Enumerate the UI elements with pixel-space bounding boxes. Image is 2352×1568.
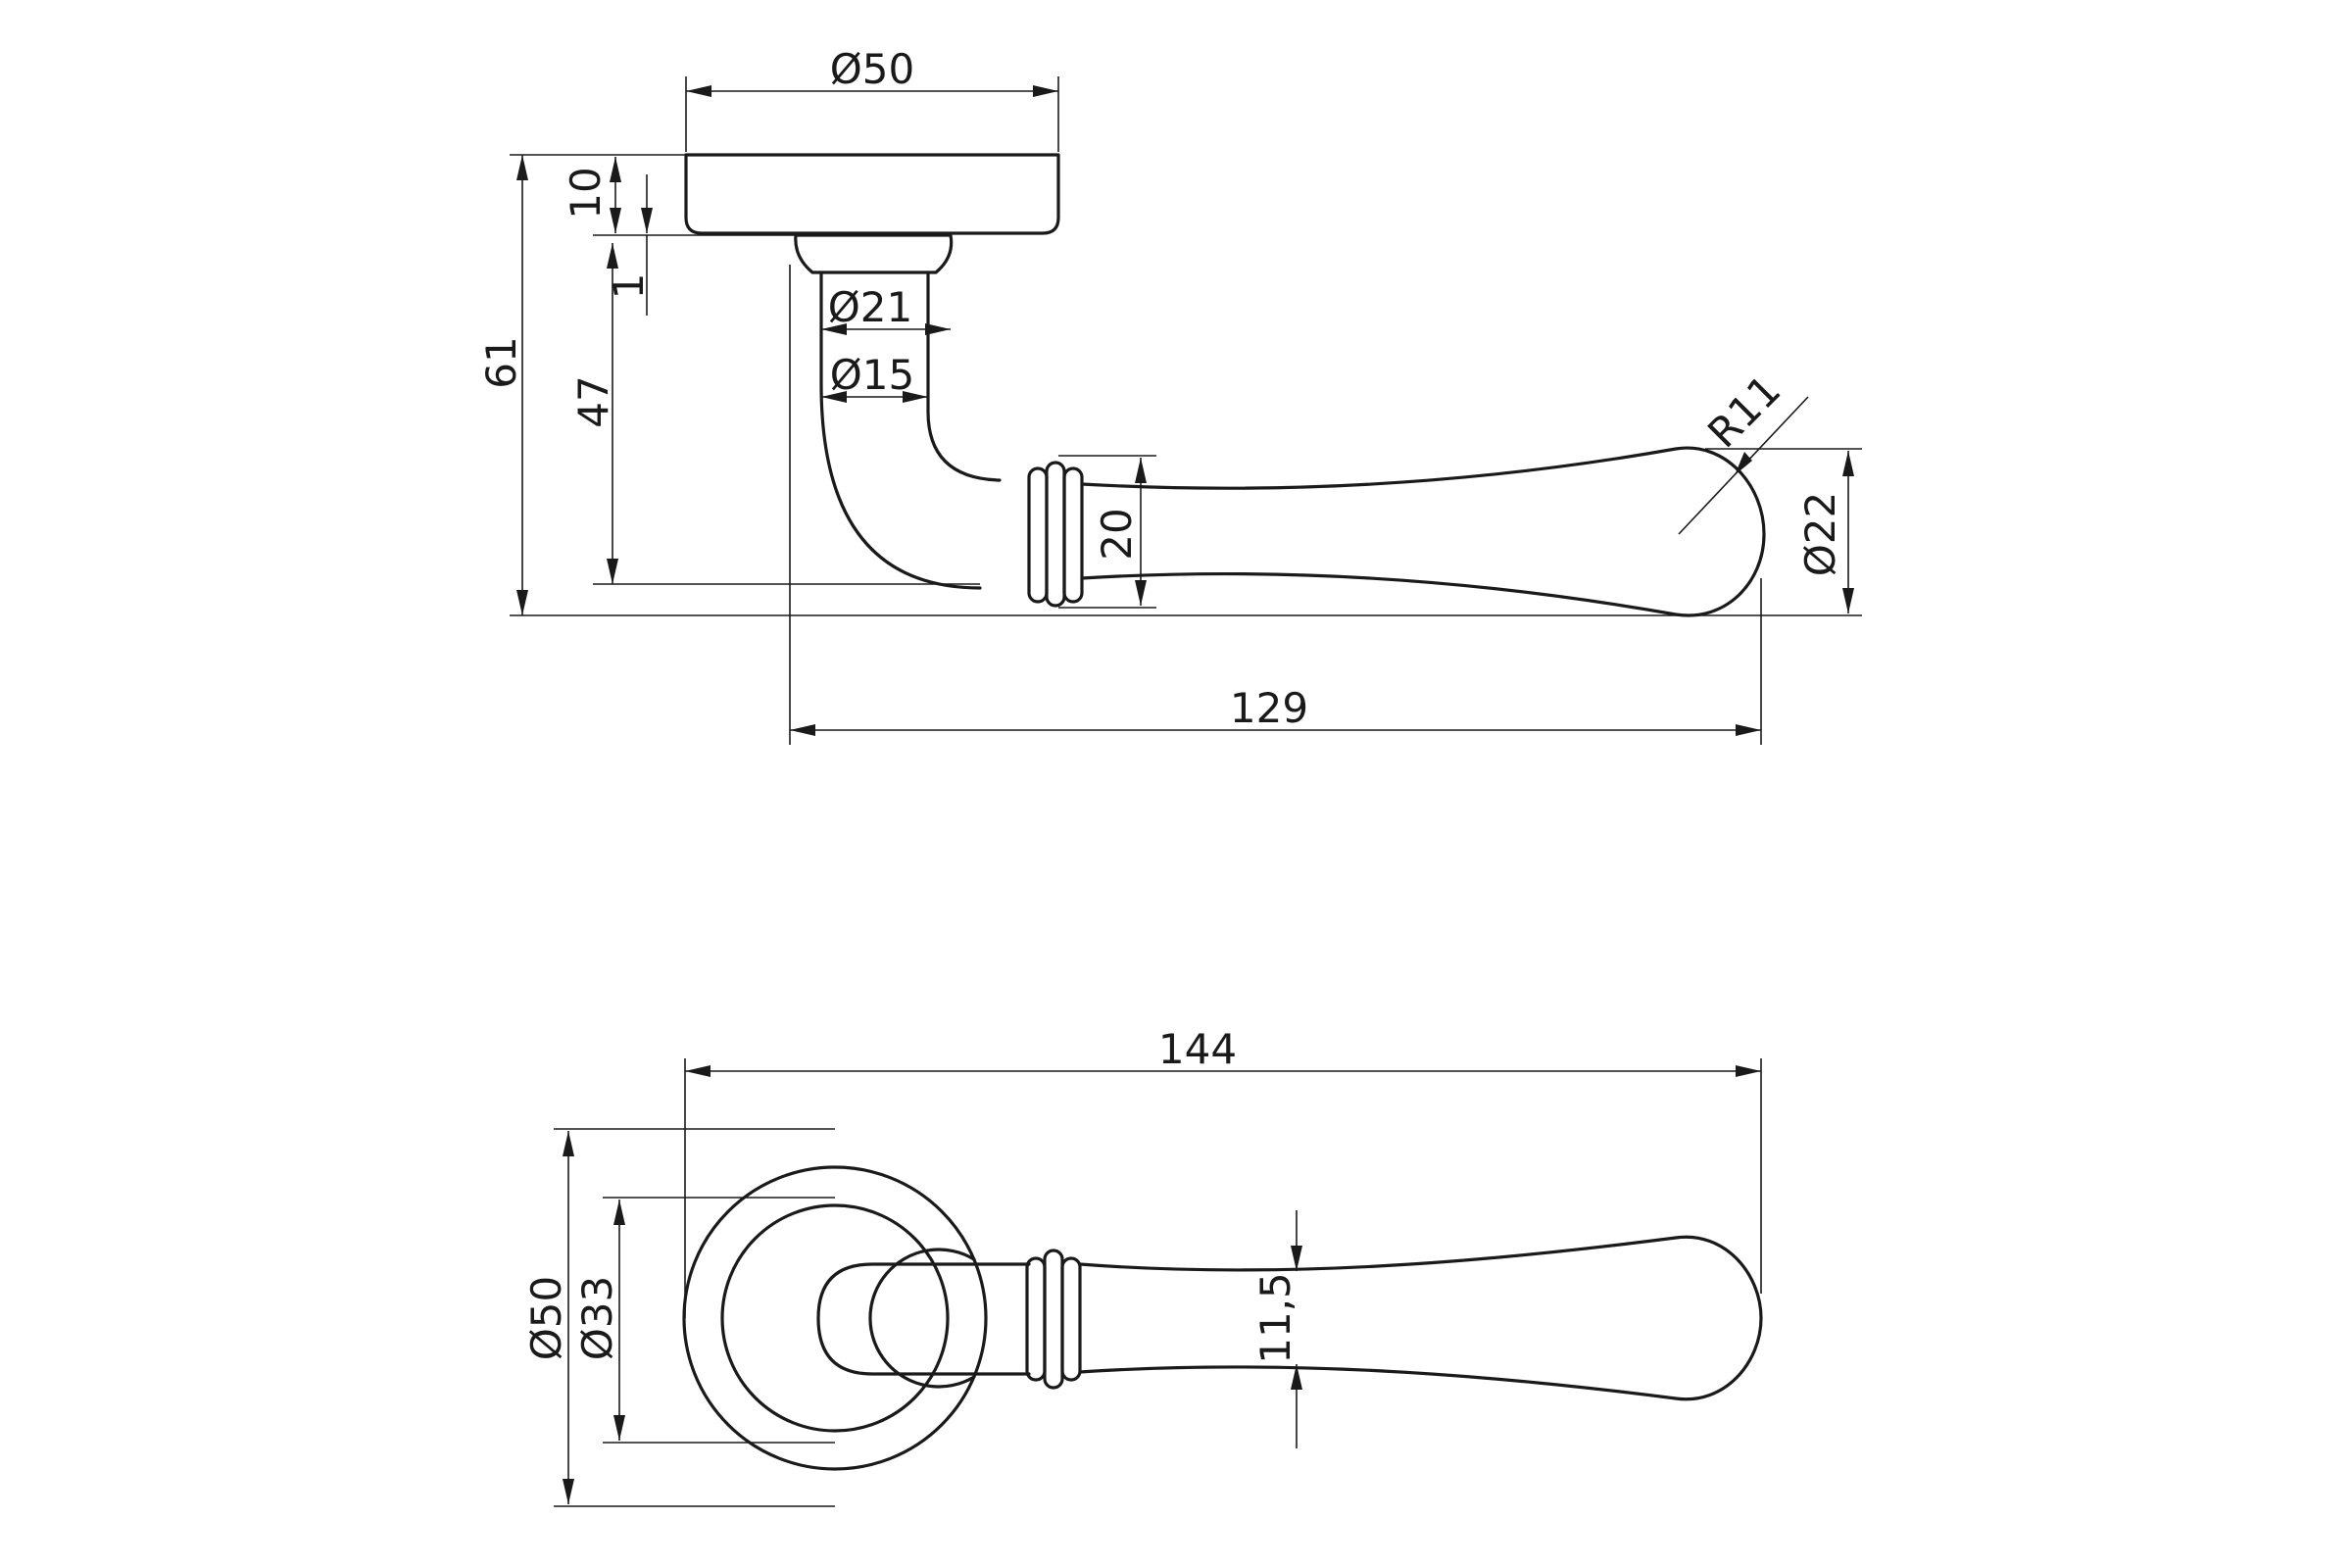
dim-lever-width: 11,5 xyxy=(1251,1272,1299,1364)
lever-body-outline xyxy=(1078,1235,1763,1401)
dim-lever-length: 129 xyxy=(1230,684,1308,732)
collar-ring xyxy=(1062,466,1084,604)
dim-neck-outer-diameter: Ø21 xyxy=(828,283,913,331)
dim-total-height: 61 xyxy=(477,336,525,388)
collar-ring xyxy=(1045,461,1066,608)
neck-cap-outline xyxy=(794,233,954,274)
collar-ring xyxy=(1027,466,1049,604)
neck-section xyxy=(816,1262,1031,1376)
dim-rose-diameter: Ø50 xyxy=(830,45,915,93)
rose-boss-ring xyxy=(868,1248,976,1389)
rose-outer-circle xyxy=(682,1165,988,1471)
dim-neck-inner-diameter: Ø15 xyxy=(830,351,915,399)
dim-collar-height: 20 xyxy=(1093,508,1141,560)
dim-inner-rose-diameter: Ø33 xyxy=(573,1276,621,1361)
dim-lever-axis-height: 47 xyxy=(569,375,617,427)
rose-inner-circle xyxy=(720,1203,950,1433)
dim-overall-length: 144 xyxy=(1158,1025,1237,1073)
lever-body-outline xyxy=(1080,446,1766,617)
top-view: 144 Ø50 Ø33 11,5 xyxy=(522,1025,1763,1507)
lever-neck-bend-inner xyxy=(926,270,1002,482)
collar-ring xyxy=(1043,1249,1064,1390)
collar-ring xyxy=(1025,1256,1047,1382)
collar-ring xyxy=(1060,1256,1082,1382)
dim-rose-thickness: 10 xyxy=(562,167,610,219)
dim-top-rose-diameter: Ø50 xyxy=(522,1276,570,1361)
dim-tip-diameter: Ø22 xyxy=(1796,492,1844,577)
side-view: Ø50 61 10 1 47 Ø21 Ø15 xyxy=(477,45,1862,745)
dim-tip-radius: R11 xyxy=(1698,366,1789,457)
rose-plate-outline xyxy=(684,153,1060,235)
